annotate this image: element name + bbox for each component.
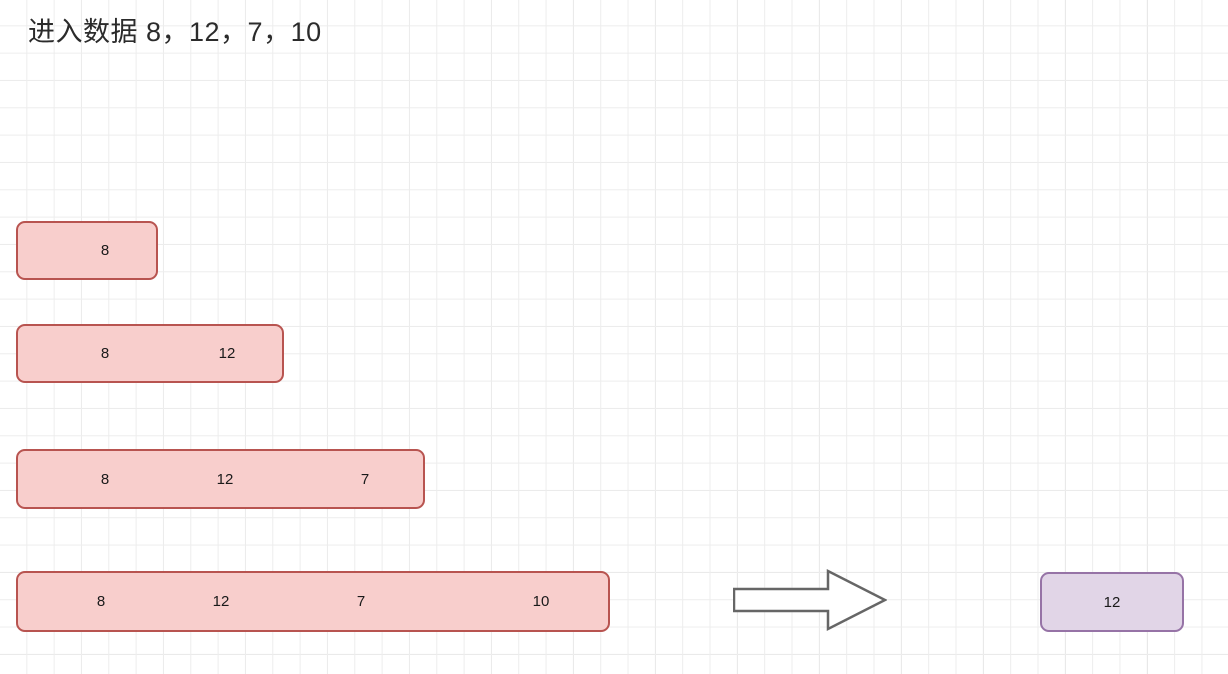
queue-cell: 8: [100, 242, 110, 259]
queue-row[interactable]: 8 12 7 10: [16, 571, 610, 632]
queue-row[interactable]: 8: [16, 221, 158, 280]
queue-cell: 10: [532, 593, 550, 610]
result-value: 12: [1103, 593, 1121, 611]
queue-cell: 12: [218, 345, 236, 362]
queue-row[interactable]: 8 12 7: [16, 449, 425, 509]
result-box[interactable]: 12: [1040, 572, 1184, 632]
queue-cell: 7: [360, 470, 370, 488]
queue-cell: 12: [212, 593, 230, 610]
queue-row[interactable]: 8 12: [16, 324, 284, 383]
queue-cell: 8: [96, 593, 106, 610]
queue-cell: 7: [356, 593, 366, 610]
queue-cell: 12: [216, 470, 234, 488]
page-title: 进入数据 8，12，7，10: [28, 17, 322, 47]
queue-cell: 8: [100, 470, 110, 488]
queue-cell: 8: [100, 345, 110, 362]
block-arrow-right-icon: [732, 568, 888, 632]
